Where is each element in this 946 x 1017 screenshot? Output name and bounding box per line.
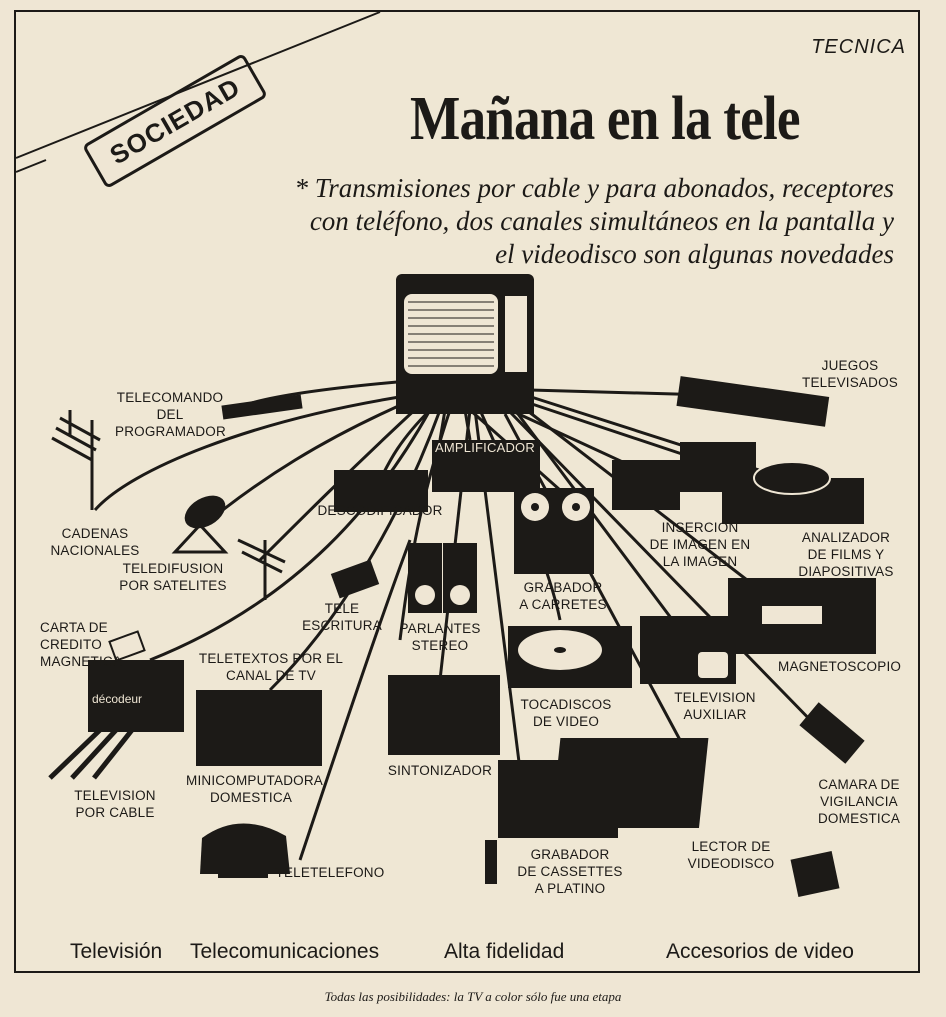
label-cadenas: CADENAS NACIONALES (50, 526, 140, 558)
label-descodificador: DESCODIFICADOR (317, 503, 443, 518)
game-console (676, 376, 830, 427)
label-sintonizador: SINTONIZADOR (387, 763, 493, 778)
figure-caption: Todas las posibilidades: la TV a color s… (324, 989, 622, 1004)
category-accesorios: Accesorios de video (666, 940, 854, 963)
auxiliary-tv (640, 616, 736, 684)
label-amplificador: AMPLIFICADOR (435, 440, 535, 455)
label-juegos: JUEGOS TELEVISADOS (802, 358, 898, 390)
antenna-nacional (51, 410, 101, 510)
microphone (485, 840, 497, 884)
label-telecomando: TELECOMANDO DEL PROGRAMADOR (115, 390, 226, 439)
teletype-pad (330, 559, 380, 599)
remote-control (221, 394, 303, 420)
label-tele-escritura: TELE ESCRITURA (302, 601, 382, 633)
label-magnetoscopio: MAGNETOSCOPIO (778, 659, 902, 674)
subtitle-line: con teléfono, dos canales simultáneos en… (309, 206, 894, 236)
satellite-dish (171, 495, 229, 554)
label-teletextos: TELETEXTOS POR EL CANAL DE TV (198, 651, 344, 683)
label-lector: LECTOR DE VIDEODISCO (687, 839, 775, 871)
amplifier (432, 440, 540, 492)
slide-analyzer (722, 461, 864, 524)
decodeur-box (88, 660, 184, 732)
category-television: Televisión (70, 940, 163, 963)
surveillance-camera (799, 702, 865, 764)
decodeur-label: décodeur (92, 692, 143, 706)
antenna-satellite (237, 538, 286, 600)
label-analizador: ANALIZADOR DE FILMS Y DIAPOSITIVAS (798, 530, 894, 579)
subtitle-line: el videodisco son algunas novedades (495, 239, 894, 269)
article-title: Mañana en la tele (410, 85, 801, 153)
disc-remote (790, 851, 840, 897)
decoder-box (334, 470, 428, 512)
label-teledifusion: TELEDIFUSION POR SATELITES (119, 561, 227, 593)
label-television-cable: TELEVISION POR CABLE (74, 788, 156, 820)
tv-set (396, 274, 534, 414)
video-turntable (508, 626, 632, 688)
label-insercion: INSERCION DE IMAGEN EN LA IMAGEN (649, 520, 751, 569)
reel-recorder (514, 488, 594, 574)
label-minicomputadora: MINICOMPUTADORA DOMESTICA (186, 773, 323, 805)
telephone (200, 823, 290, 878)
label-teletelefono: TELETELEFONO (275, 865, 385, 880)
credit-card (108, 630, 146, 662)
cable-lines (48, 728, 134, 780)
category-alta-fidelidad: Alta fidelidad (444, 940, 565, 963)
label-parlantes: PARLANTES STEREO (399, 621, 481, 653)
subtitle-line: * Transmisiones por cable y para abonado… (294, 173, 894, 203)
label-camara: CAMARA DE VIGILANCIA DOMESTICA (817, 777, 901, 826)
label-tocadiscos: TOCADISCOS DE VIDEO (520, 697, 612, 729)
label-grabador-carretes: GRABADOR A CARRETES (519, 580, 607, 612)
home-computer (196, 690, 322, 766)
label-carta: CARTA DE CREDITO MAGNETICA (40, 620, 123, 669)
section-label: TECNICA (811, 36, 906, 58)
article-subtitle: * Transmisiones por cable y para abonado… (94, 172, 894, 271)
category-telecomunicaciones: Telecomunicaciones (190, 940, 380, 963)
label-television-auxiliar: TELEVISION AUXILIAR (674, 690, 756, 722)
pip-box (612, 460, 680, 510)
cassette-recorder (498, 760, 618, 838)
label-grabador-cassettes: GRABADOR DE CASSETTES A PLATINO (517, 847, 623, 896)
tuner (388, 675, 500, 755)
